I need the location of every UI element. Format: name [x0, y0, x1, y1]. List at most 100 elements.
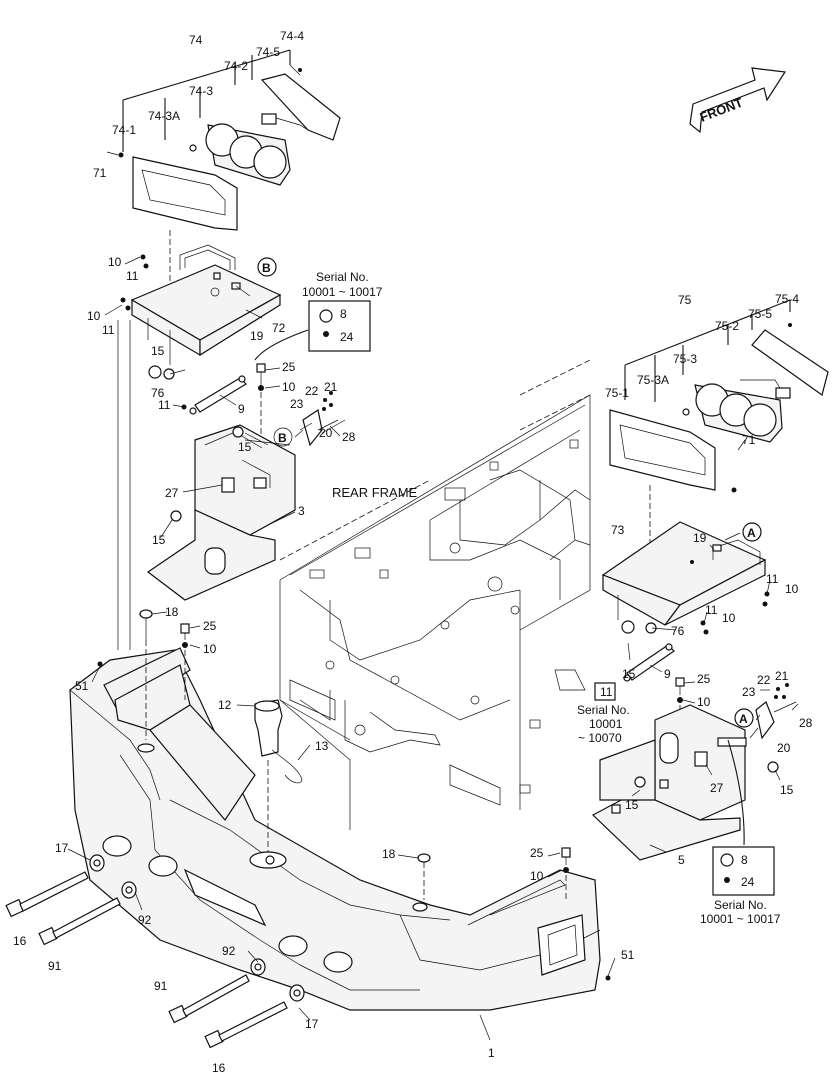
- callout-10-g: 10: [203, 642, 217, 656]
- callout-15-b: 15: [238, 440, 252, 454]
- callout-a-upper: A: [747, 526, 756, 540]
- marker-b-upper: [257, 257, 277, 277]
- callout-22-a: 22: [305, 384, 319, 398]
- left-lamp-assembly: [118, 49, 341, 300]
- callout-18-b: 18: [382, 847, 396, 861]
- serial-box-left-item-24: 24: [340, 330, 354, 344]
- callout-13: 13: [315, 739, 329, 753]
- callout-75-1: 75-1: [605, 386, 629, 400]
- callout-15-e: 15: [780, 783, 794, 797]
- callout-20-a: 20: [319, 426, 333, 440]
- callout-a-lower: A: [739, 712, 748, 726]
- callout-74: 74: [189, 33, 203, 47]
- callout-75-3a: 75-3A: [637, 373, 669, 387]
- callout-10-d: 10: [785, 582, 799, 596]
- callout-74-3a: 74-3A: [148, 109, 180, 123]
- callout-51-right: 51: [621, 948, 635, 962]
- callout-25-d: 25: [530, 846, 544, 860]
- callout-71-right: 71: [742, 433, 756, 447]
- rear-frame: [279, 359, 591, 830]
- callout-10-h: 10: [530, 869, 544, 883]
- right-spring-9: [623, 643, 675, 682]
- left-latch-parts: [273, 391, 346, 447]
- callout-21-a: 21: [324, 380, 338, 394]
- callout-23-b: 23: [742, 685, 756, 699]
- right-bracket-73: [601, 521, 770, 635]
- serial-11-title: Serial No.: [577, 703, 630, 717]
- serial-box-left-title: Serial No.: [316, 270, 369, 284]
- serial-box-right: [712, 846, 775, 896]
- callout-b-upper: B: [262, 261, 271, 275]
- callout-91-lower: 91: [154, 979, 168, 993]
- callout-15-c: 15: [152, 533, 166, 547]
- callout-11-b: 11: [102, 323, 115, 337]
- callout-15-a: 15: [151, 344, 165, 358]
- serial-box-left-item-8: 8: [340, 307, 347, 321]
- callout-10-a: 10: [108, 255, 122, 269]
- callout-74-4: 74-4: [280, 29, 304, 43]
- callout-11-c: 11: [158, 398, 171, 412]
- callout-b-lower: B: [278, 431, 287, 445]
- callout-3: 3: [298, 504, 305, 518]
- callout-76-left: 76: [151, 386, 165, 400]
- serial-box-right-title: Serial No.: [714, 898, 767, 912]
- serial-box-left-range: 10001 ~ 10017: [302, 285, 383, 299]
- callout-72: 72: [272, 321, 286, 335]
- callout-19-left: 19: [250, 329, 264, 343]
- callout-75-3: 75-3: [673, 352, 697, 366]
- callout-10-e: 10: [722, 611, 736, 625]
- leader-lines: [67, 151, 799, 1041]
- callout-28-a: 28: [342, 430, 356, 444]
- callout-27-left: 27: [165, 486, 179, 500]
- marker-a-upper: [742, 522, 762, 542]
- callout-75-4: 75-4: [775, 292, 799, 306]
- callout-17-lower: 17: [305, 1017, 319, 1031]
- serial-11-from: 10001: [589, 717, 623, 731]
- callout-51-left: 51: [75, 679, 89, 693]
- callout-10-c: 10: [282, 380, 296, 394]
- callout-16-lower: 16: [212, 1061, 226, 1075]
- callout-23-a: 23: [290, 397, 304, 411]
- callout-9-left: 9: [238, 402, 245, 416]
- left-bracket-72: [120, 244, 282, 380]
- callout-74-2: 74-2: [224, 59, 248, 73]
- callout-16-upper: 16: [13, 934, 27, 948]
- callout-15-f: 15: [625, 798, 639, 812]
- callout-25-c: 25: [203, 619, 217, 633]
- serial-11-to: ~ 10070: [578, 731, 622, 745]
- callout-20-b: 20: [777, 741, 791, 755]
- callout-76-right: 76: [671, 624, 685, 638]
- callout-75-5: 75-5: [748, 307, 772, 321]
- callout-74-3: 74-3: [189, 84, 213, 98]
- callout-25-b: 25: [697, 672, 711, 686]
- serial-box-right-range: 10001 ~ 10017: [700, 912, 781, 926]
- callout-74-5: 74-5: [256, 45, 280, 59]
- callout-15-d: 15: [622, 667, 636, 681]
- callout-74-1: 74-1: [112, 123, 136, 137]
- bolt-16-upper: [5, 854, 105, 918]
- right-box-bracket-5: [591, 704, 779, 861]
- lifting-eye-12: [254, 699, 303, 852]
- callout-1: 1: [488, 1046, 495, 1060]
- serial-box-right-item-24: 24: [741, 875, 755, 889]
- callout-12: 12: [218, 698, 232, 712]
- callout-75-2: 75-2: [715, 319, 739, 333]
- serial-box-left: [254, 300, 371, 361]
- serial-11-number: 11: [600, 685, 613, 699]
- bolt-16-lower: [204, 984, 305, 1049]
- callout-11-a: 11: [126, 269, 139, 283]
- callout-9-right: 9: [664, 667, 671, 681]
- counterweight-bolt-25-10-right: [561, 847, 571, 900]
- callout-92-upper: 92: [138, 913, 152, 927]
- callout-5: 5: [678, 853, 685, 867]
- rear-frame-label: REAR FRAME: [332, 485, 418, 500]
- callout-22-b: 22: [757, 673, 771, 687]
- callout-25-a: 25: [282, 360, 296, 374]
- callout-71-left: 71: [93, 166, 107, 180]
- callout-10-f: 10: [697, 695, 711, 709]
- right-latch-parts: [727, 683, 797, 846]
- callout-10-b: 10: [87, 309, 101, 323]
- callout-11-d: 11: [766, 572, 779, 586]
- counterweight-pins-left: [139, 609, 431, 900]
